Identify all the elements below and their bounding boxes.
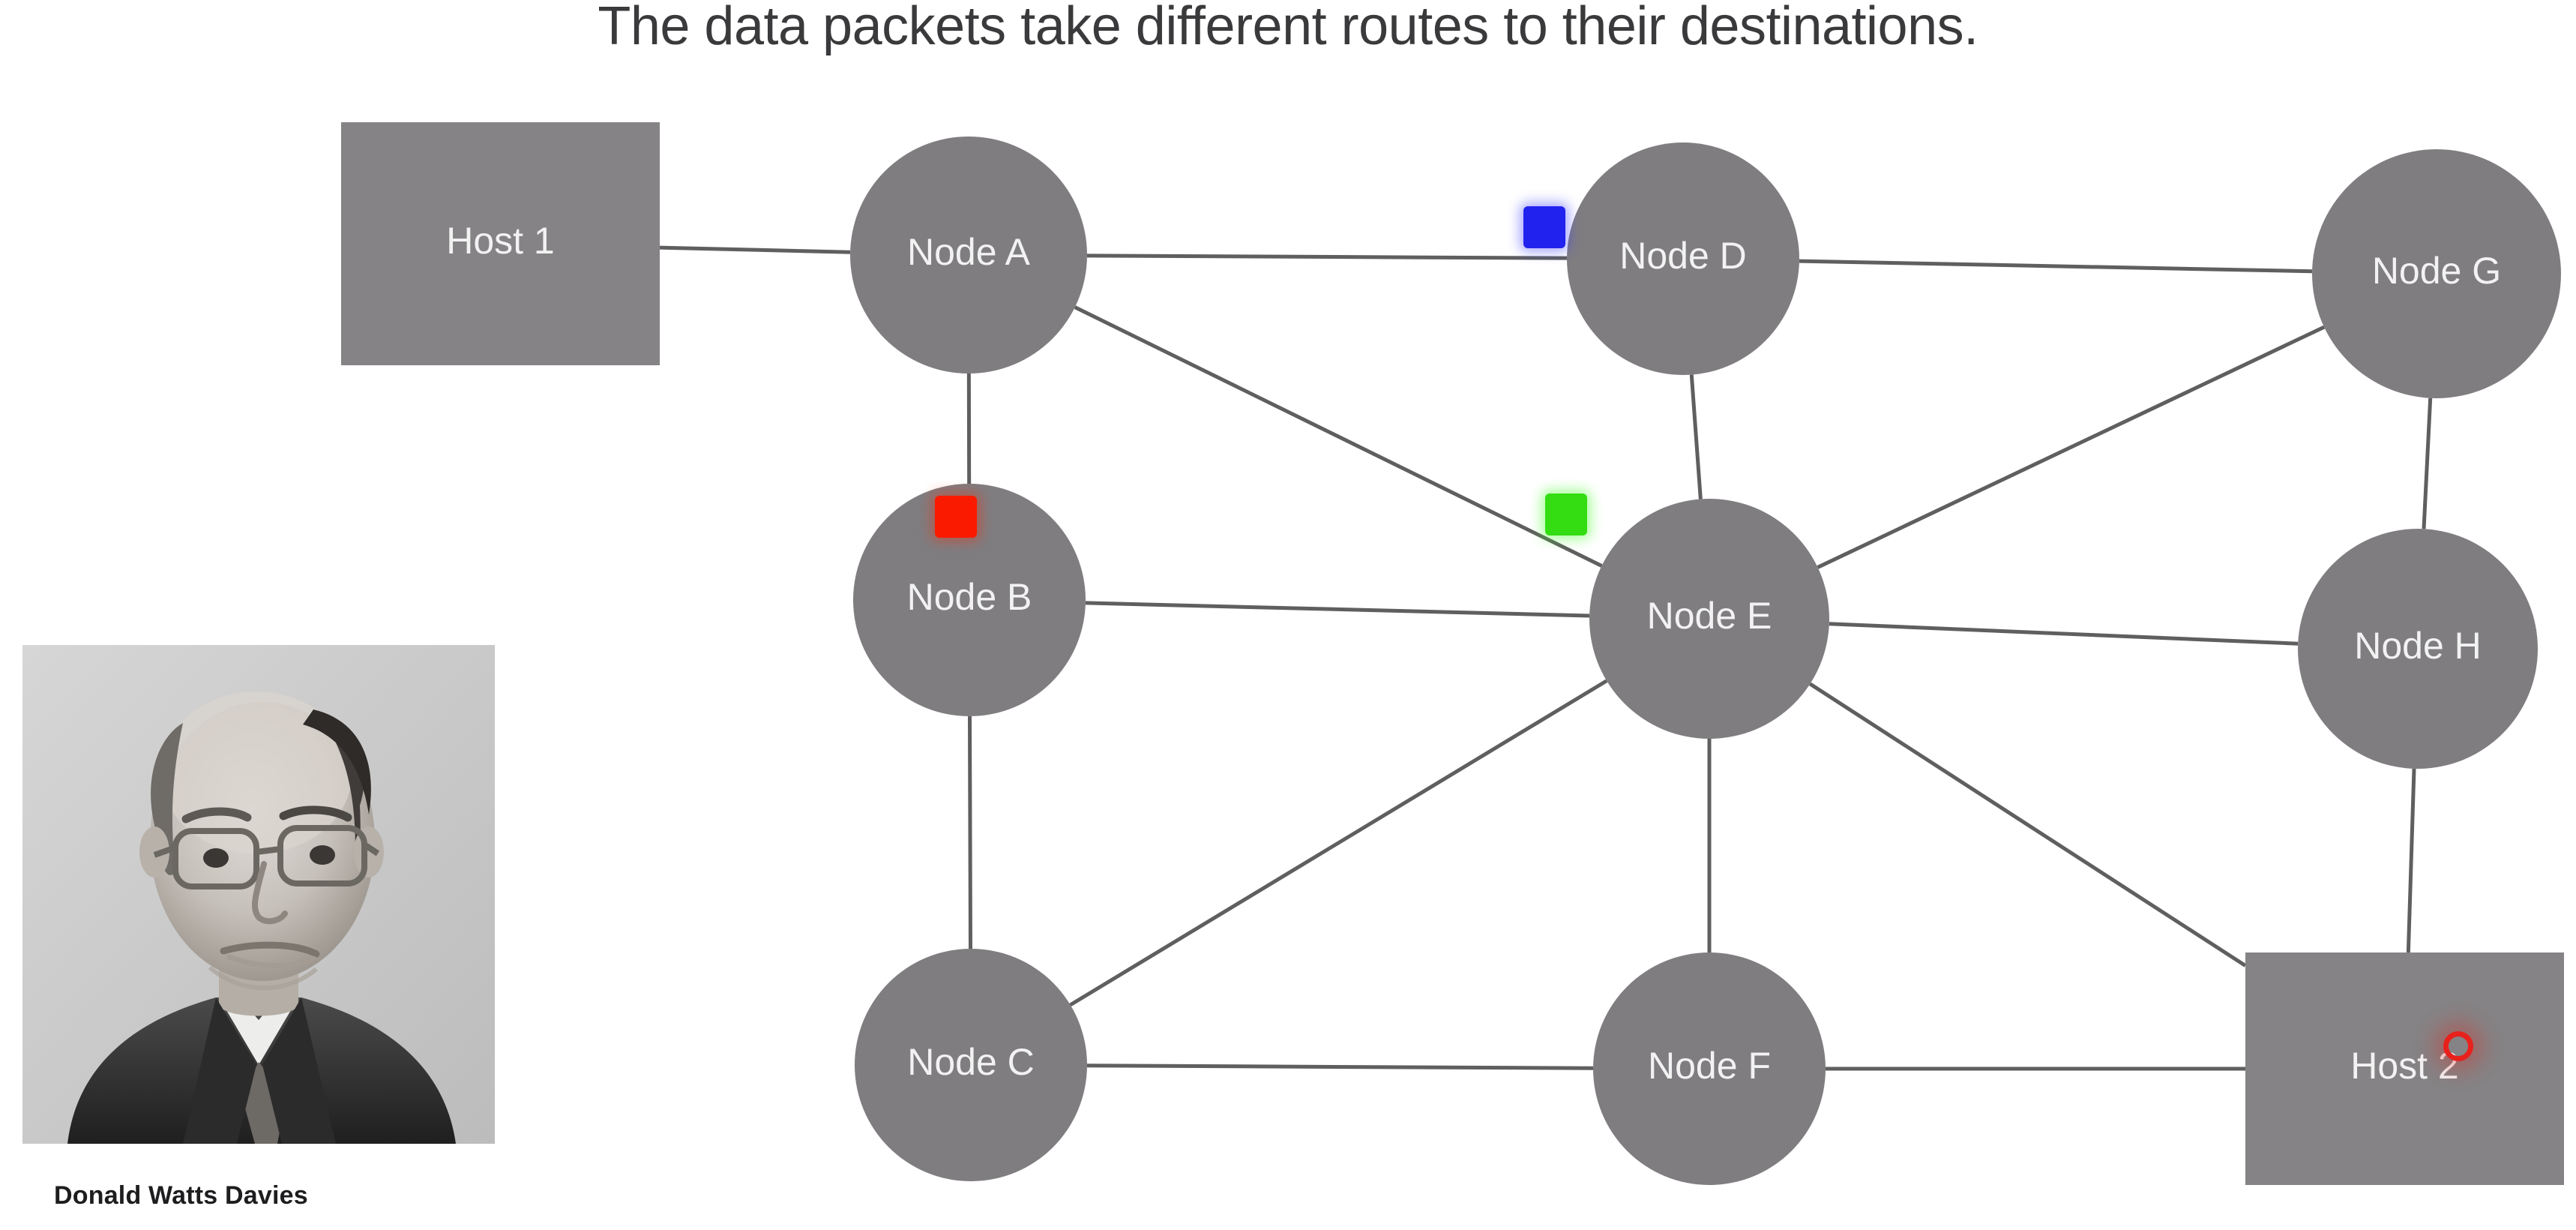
edge-E-G [1817,325,2326,569]
node-label-h: Node H [2354,625,2482,667]
edge-C-E [1069,679,1608,1006]
edges-layer [659,245,2433,1071]
labels-layer: Host 1 Host 2 Node A Node B Node C Node D Node… [446,220,2501,1087]
node-circle-e[interactable] [1589,499,1829,739]
edge-host1-A [659,245,851,254]
packet-green [1545,494,1587,536]
node-circle-c[interactable] [855,949,1087,1181]
edge-C-F [1086,1064,1594,1070]
edge-E-host2 [1808,682,2247,968]
edge-B-E [1085,601,1590,618]
edge-A-E [1074,305,1603,568]
portrait-figure [22,645,495,1144]
node-label-d: Node D [1619,235,1747,277]
mouse-cursor-icon [2443,1031,2473,1061]
portrait-photo [22,645,495,1144]
edge-E-H [1829,622,2299,646]
portrait-caption: Donald Watts Davies [54,1181,308,1210]
node-label-a: Node A [907,231,1031,273]
edge-H-host2 [2406,768,2416,953]
node-circle-d[interactable] [1567,142,1799,375]
node-circle-h[interactable] [2298,529,2538,769]
node-circle-g[interactable] [2312,149,2561,398]
packet-red [935,496,977,538]
node-circle-a[interactable] [850,136,1087,374]
host-label-host1: Host 1 [446,220,555,262]
node-circle-b[interactable] [853,484,1086,716]
packet-blue [1523,206,1565,248]
node-circle-f[interactable] [1593,952,1826,1185]
shapes-layer [341,122,2564,1185]
node-label-e: Node E [1647,595,1772,637]
host-box-host2[interactable] [2245,952,2564,1185]
edge-B-C [968,716,972,950]
node-label-c: Node C [907,1041,1035,1083]
node-label-b: Node B [907,576,1032,618]
host-label-host2: Host 2 [2350,1045,2459,1087]
edge-D-G [1799,259,2313,274]
node-label-f: Node F [1648,1045,1771,1087]
edge-D-E [1689,374,1703,500]
page-title: The data packets take different routes t… [598,0,1978,56]
edge-G-H [2422,398,2433,530]
node-label-g: Node G [2372,250,2501,292]
host-box-host1[interactable] [341,122,660,365]
edge-A-D [1086,254,1568,260]
